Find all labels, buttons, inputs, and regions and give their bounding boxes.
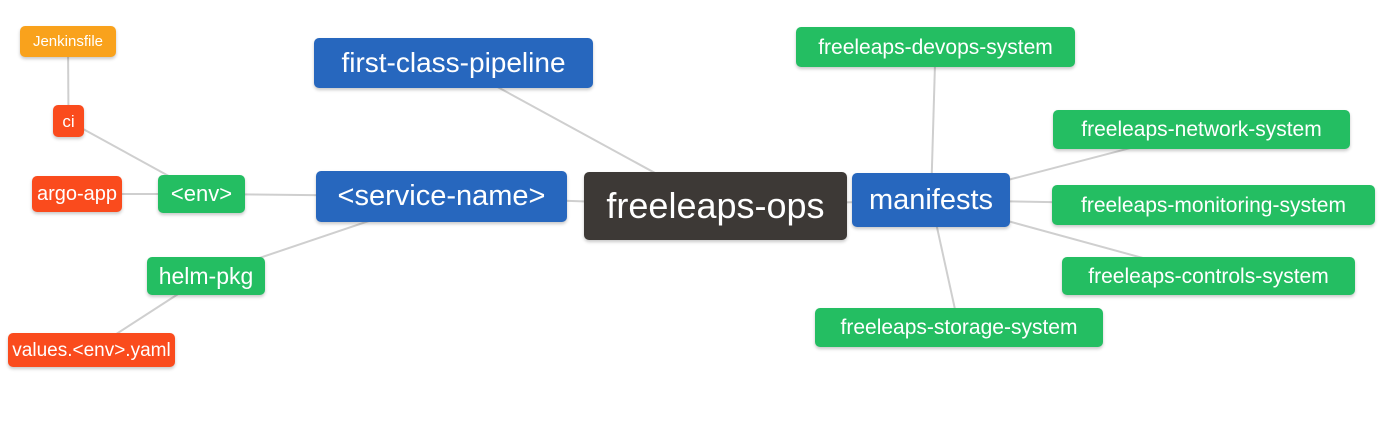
- node-label: freeleaps-devops-system: [818, 35, 1053, 59]
- node-monitoring-system[interactable]: freeleaps-monitoring-system: [1052, 185, 1375, 225]
- node-values-env-yaml[interactable]: values.<env>.yaml: [8, 333, 175, 367]
- node-env[interactable]: <env>: [158, 175, 245, 213]
- node-label: first-class-pipeline: [341, 47, 566, 78]
- node-network-system[interactable]: freeleaps-network-system: [1053, 110, 1350, 149]
- node-helm-pkg[interactable]: helm-pkg: [147, 257, 265, 295]
- node-ci[interactable]: ci: [53, 105, 84, 137]
- node-label: <env>: [170, 181, 233, 206]
- node-label: freeleaps-controls-system: [1088, 264, 1329, 288]
- node-label: freeleaps-network-system: [1081, 118, 1322, 141]
- node-manifests[interactable]: manifests: [852, 173, 1010, 227]
- node-label: freeleaps-ops: [606, 185, 825, 226]
- node-label: freeleaps-storage-system: [840, 316, 1078, 339]
- node-first-class-pipeline[interactable]: first-class-pipeline: [314, 38, 593, 88]
- node-label: values.<env>.yaml: [12, 339, 171, 361]
- node-label: Jenkinsfile: [32, 33, 104, 50]
- node-label: <service-name>: [337, 180, 546, 212]
- node-service-name[interactable]: <service-name>: [316, 171, 567, 222]
- node-devops-system[interactable]: freeleaps-devops-system: [796, 27, 1075, 67]
- node-storage-system[interactable]: freeleaps-storage-system: [815, 308, 1103, 347]
- node-jenkinsfile[interactable]: Jenkinsfile: [20, 26, 116, 57]
- node-label: ci: [62, 111, 75, 131]
- node-controls-system[interactable]: freeleaps-controls-system: [1062, 257, 1355, 295]
- node-argo-app[interactable]: argo-app: [32, 176, 122, 212]
- node-label: argo-app: [36, 183, 118, 205]
- node-label: helm-pkg: [158, 262, 254, 289]
- node-freeleaps-ops[interactable]: freeleaps-ops: [584, 172, 847, 240]
- node-label: freeleaps-monitoring-system: [1081, 193, 1346, 217]
- node-label: manifests: [868, 183, 994, 216]
